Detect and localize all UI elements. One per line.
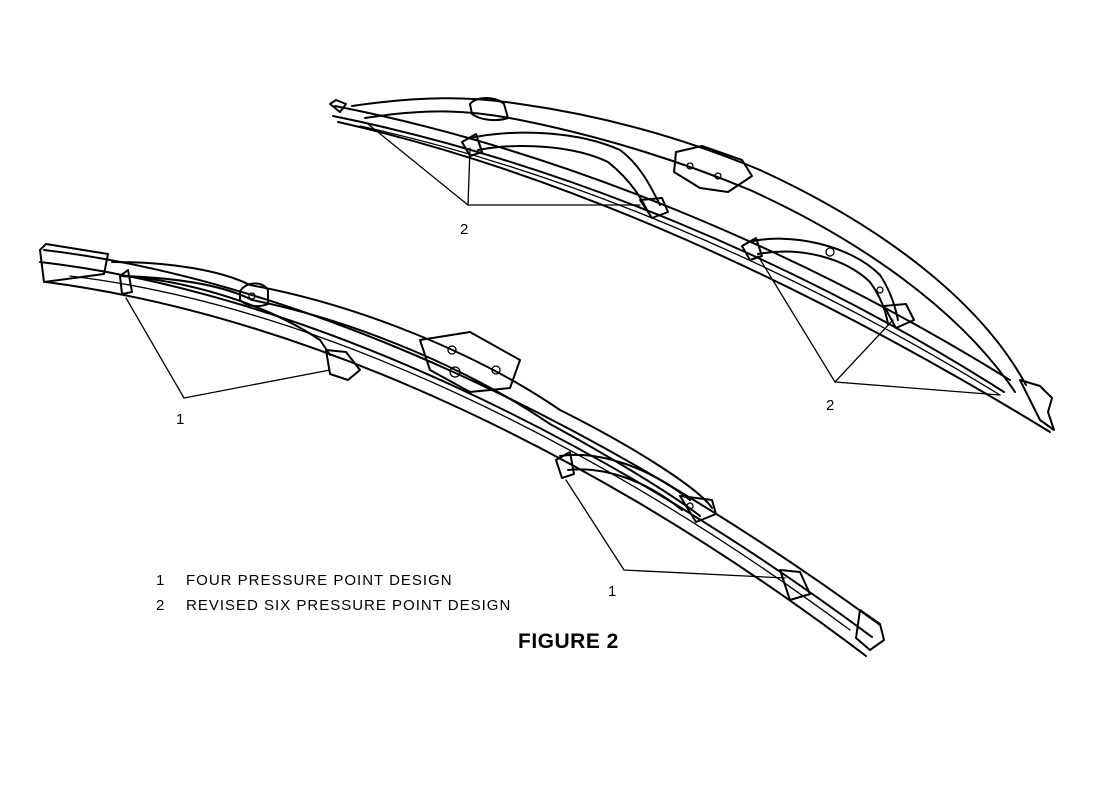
callout-six-point-top: 2	[460, 221, 468, 238]
legend: 1 FOUR PRESSURE POINT DESIGN 2 REVISED SIX…	[156, 568, 511, 618]
legend-item: 1 FOUR PRESSURE POINT DESIGN	[156, 568, 511, 593]
figure-title: FIGURE 2	[518, 630, 619, 653]
legend-number: 1	[156, 572, 166, 589]
legend-item: 2 REVISED SIX PRESSURE POINT DESIGN	[156, 593, 511, 618]
legend-text: REVISED SIX PRESSURE POINT DESIGN	[186, 597, 512, 614]
six-point-wiper-blade: 2 2	[329, 97, 1055, 433]
legend-text: FOUR PRESSURE POINT DESIGN	[186, 572, 453, 589]
callout-four-point-left: 1	[176, 411, 184, 428]
legend-number: 2	[156, 597, 166, 614]
four-point-wiper-blade: 1 1	[39, 243, 885, 657]
callout-four-point-right: 1	[608, 583, 616, 600]
callout-six-point-right: 2	[826, 397, 834, 414]
